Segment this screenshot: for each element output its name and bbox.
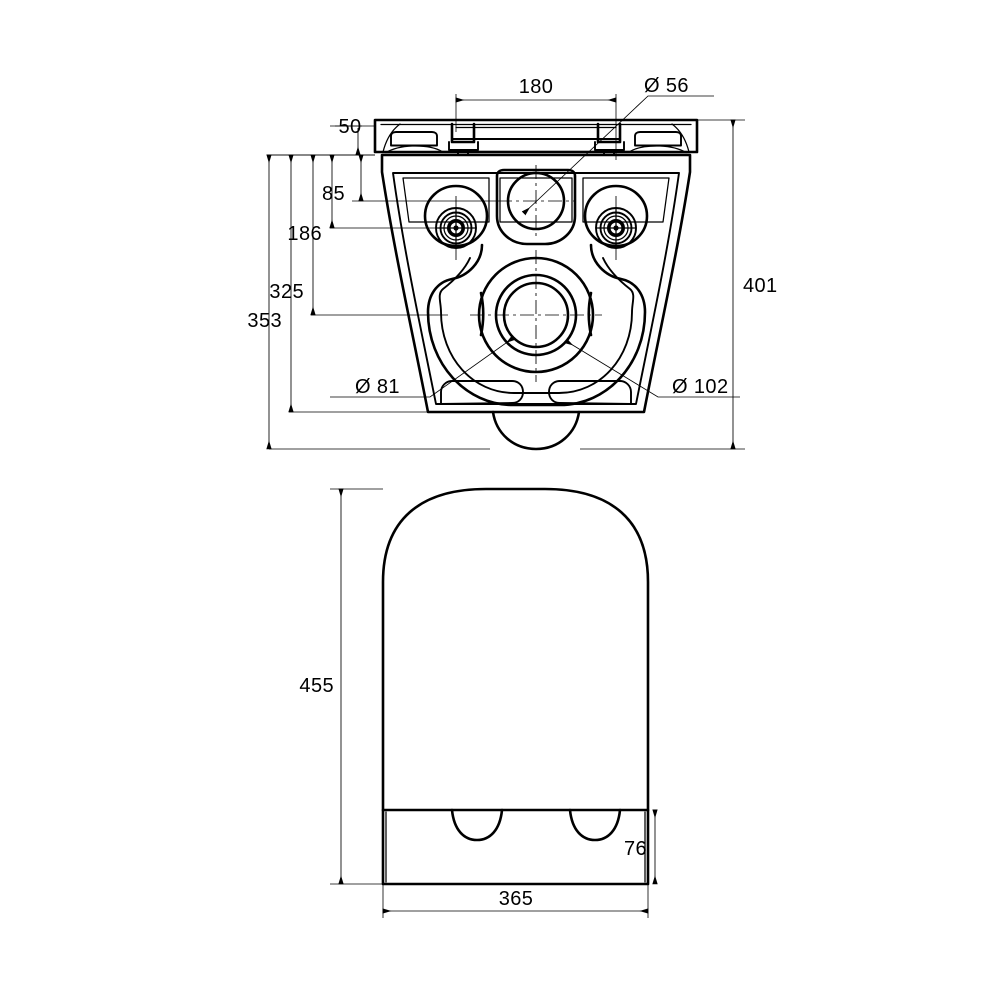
dimension-180: 180 (455, 76, 617, 160)
dimension-455-label: 455 (299, 675, 334, 697)
dimension-76-label: 76 (624, 838, 647, 860)
dimension-186-label: 186 (287, 223, 322, 245)
dimension-diameter-81: Ø 81 (330, 335, 516, 398)
dimension-diameter-102: Ø 102 (564, 338, 740, 398)
rear-recess-panels (402, 177, 670, 223)
dimension-origin-ticks (266, 154, 375, 175)
seat-plan-view: 455 76 365 (299, 487, 658, 918)
dimension-85-label: 85 (322, 183, 345, 205)
dimension-diameter-81-label: Ø 81 (355, 376, 400, 398)
outlet-spigot (491, 410, 581, 451)
pan-body-outline (380, 153, 692, 414)
dimension-353: 353 (247, 154, 428, 413)
dimension-diameter-56: Ø 56 (521, 75, 714, 216)
dimension-353-outer (266, 175, 490, 450)
dimension-diameter-102-label: Ø 102 (672, 376, 728, 398)
flush-inlet-bore (495, 165, 577, 246)
dimension-76: 76 (624, 809, 658, 885)
dimension-353-label: 353 (247, 310, 282, 332)
dimension-401: 401 (580, 119, 778, 450)
dimension-180-label: 180 (519, 76, 554, 98)
soil-outlet-boss (426, 243, 647, 407)
dimension-325-label: 325 (269, 281, 304, 303)
dimension-diameter-56-label: Ø 56 (644, 75, 689, 97)
pan-bottom-slots (440, 380, 632, 405)
dimension-325: 325 (269, 154, 448, 316)
dimension-365-label: 365 (499, 888, 534, 910)
fixing-bolt-hole-right (583, 184, 649, 260)
seat-hinge-cutouts (450, 808, 622, 842)
dimension-365: 365 (382, 884, 649, 918)
dimension-50-label: 50 (338, 116, 361, 138)
rear-elevation-view: 180 Ø 56 50 85 (247, 75, 778, 451)
dimension-455: 455 (299, 488, 383, 885)
dimension-401-label: 401 (743, 275, 778, 297)
